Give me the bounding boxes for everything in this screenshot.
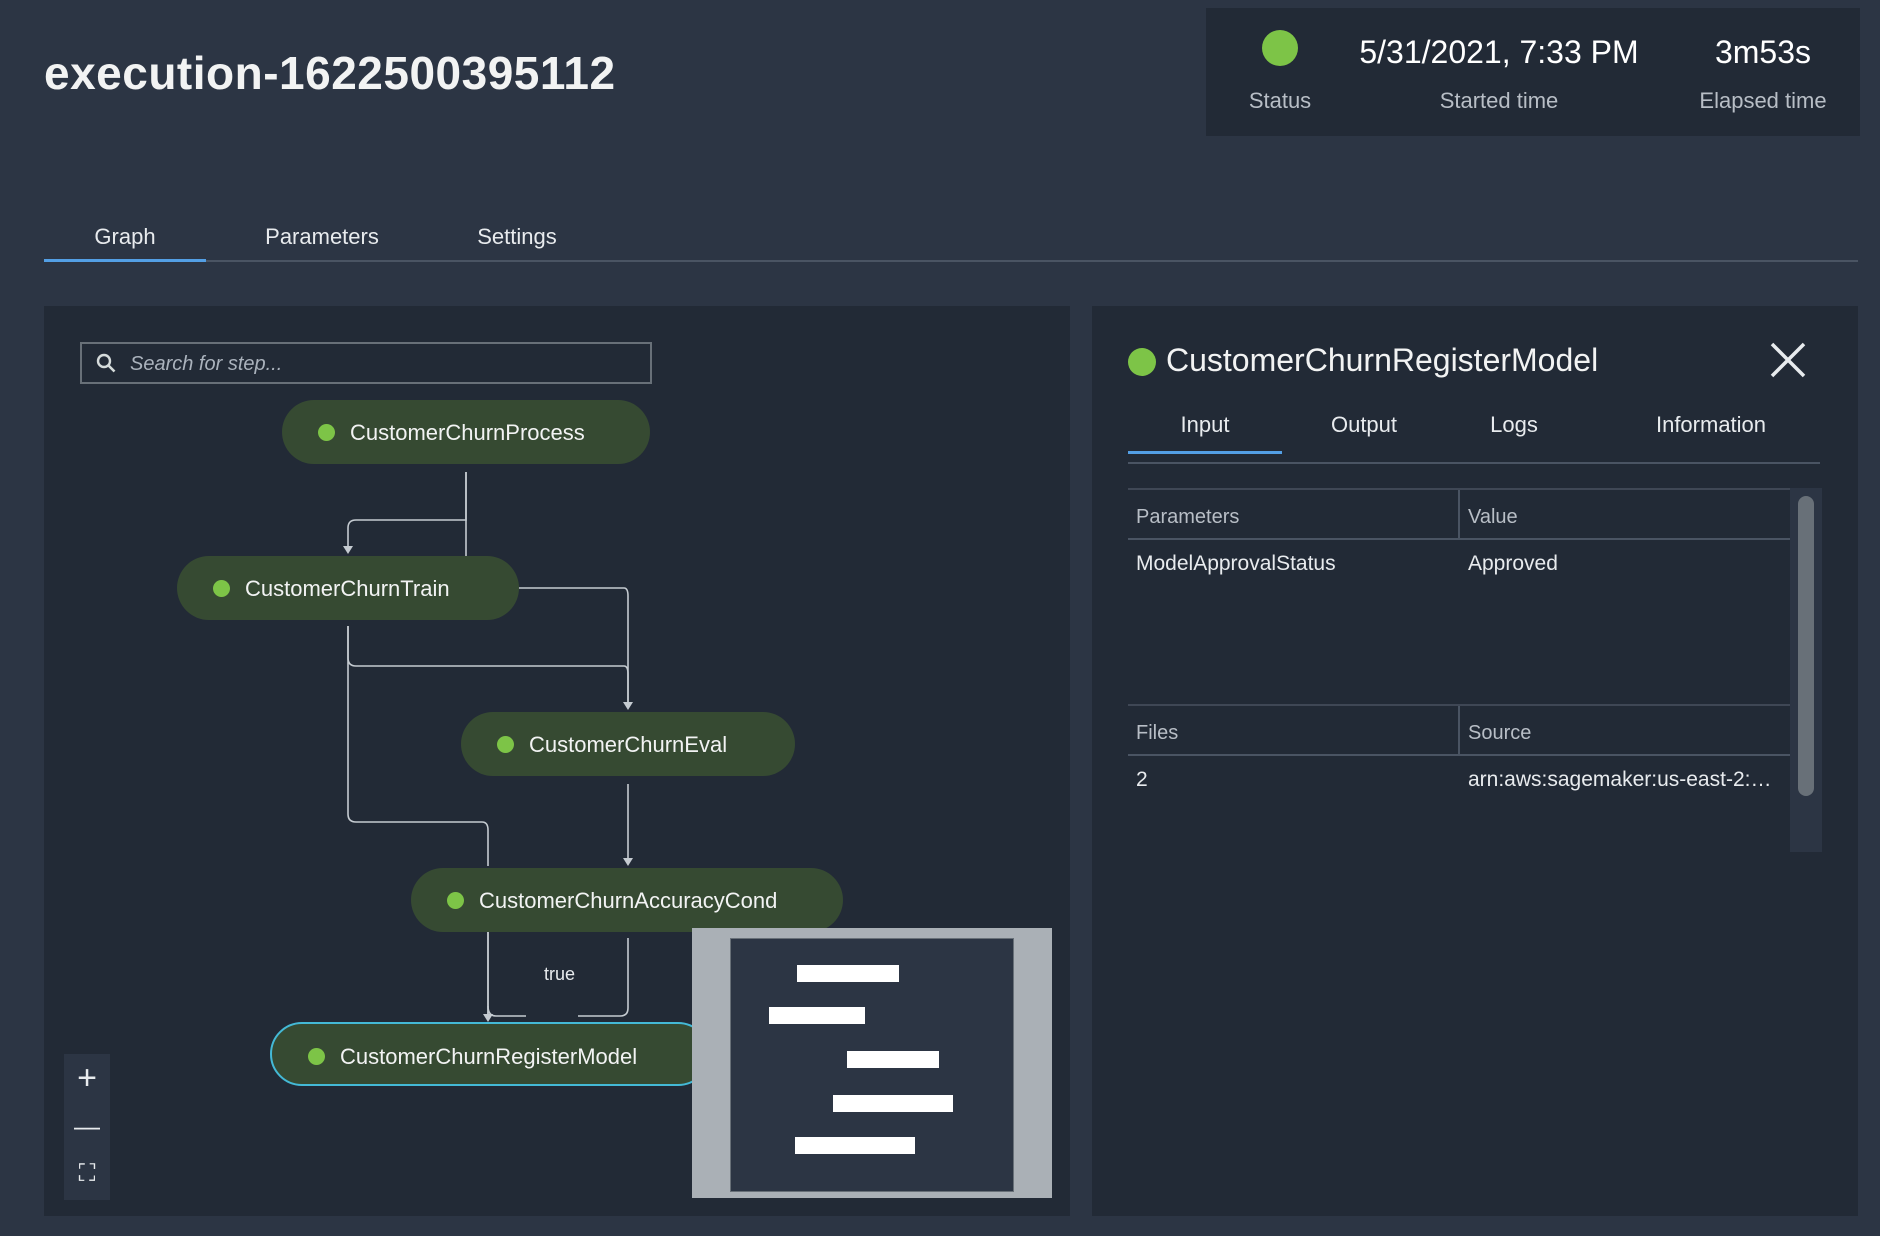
source-link[interactable]: arn:aws:sagemaker:us-east-2:… xyxy=(1468,768,1772,791)
node-label: CustomerChurnTrain xyxy=(245,576,450,601)
files-table: Files Source 2 arn:aws:sagemaker:us-east… xyxy=(1128,704,1790,854)
edge-train-eval xyxy=(518,587,629,702)
zoom-controls: + — ⛶ xyxy=(64,1054,110,1200)
tab-logs[interactable]: Logs xyxy=(1490,412,1538,437)
edge-process-train xyxy=(347,472,467,546)
tab-output[interactable]: Output xyxy=(1330,412,1398,437)
fit-view-button[interactable]: ⛶ xyxy=(78,1160,96,1187)
step-details-panel: CustomerChurnRegisterModel Input Output … xyxy=(1092,306,1858,1216)
page-title: execution-1622500395112 xyxy=(44,47,616,99)
edge-train-eval-2 xyxy=(347,626,629,702)
graph-minimap[interactable] xyxy=(692,928,1052,1198)
table-header: Parameters Value xyxy=(1128,488,1790,540)
node-label: CustomerChurnEval xyxy=(529,732,728,757)
step-success-icon xyxy=(497,736,514,753)
tab-parameters[interactable]: Parameters xyxy=(265,224,379,249)
tab-input[interactable]: Input xyxy=(1128,412,1282,454)
scrollbar-thumb[interactable] xyxy=(1798,496,1814,796)
step-success-icon xyxy=(1128,348,1156,376)
search-input[interactable] xyxy=(128,344,632,384)
node-customer-churn-train[interactable]: CustomerChurnTrain xyxy=(177,556,519,620)
tab-graph[interactable]: Graph xyxy=(44,224,206,262)
tab-information[interactable]: Information xyxy=(1655,412,1767,437)
column-header-parameters: Parameters xyxy=(1136,506,1240,528)
node-customer-churn-register-model[interactable]: CustomerChurnRegisterModel xyxy=(270,1022,710,1086)
panel-title: CustomerChurnRegisterModel xyxy=(1166,342,1599,378)
step-success-icon xyxy=(318,424,335,441)
node-label: CustomerChurnAccuracyCond xyxy=(479,888,778,913)
status-label: Status xyxy=(1248,88,1312,113)
step-success-icon xyxy=(308,1048,325,1065)
node-customer-churn-accuracy-cond[interactable]: CustomerChurnAccuracyCond xyxy=(411,868,843,932)
arrow-head-cond xyxy=(623,858,633,866)
node-label: CustomerChurnRegisterModel xyxy=(340,1044,638,1069)
minimap-viewport[interactable] xyxy=(730,938,1014,1192)
minimap-node xyxy=(795,1137,915,1154)
panel-tabs: Input Output Logs Information xyxy=(1128,402,1820,464)
minimap-node xyxy=(797,965,899,982)
started-time-label: Started time xyxy=(1439,88,1559,113)
search-icon xyxy=(96,353,116,373)
table-cell: ModelApprovalStatus xyxy=(1136,552,1336,575)
table-header: Files Source xyxy=(1128,704,1790,756)
column-header-files: Files xyxy=(1136,722,1179,744)
elapsed-time-value: 3m53s xyxy=(1714,34,1812,70)
column-header-value: Value xyxy=(1468,506,1518,528)
execution-summary: Status 5/31/2021, 7:33 PM Started time 3… xyxy=(1206,8,1860,136)
tab-settings[interactable]: Settings xyxy=(477,224,557,249)
status-column: Status xyxy=(1206,8,1354,136)
started-time-value: 5/31/2021, 7:33 PM xyxy=(1359,34,1639,70)
node-label: CustomerChurnProcess xyxy=(350,420,585,445)
edge-label-true: true xyxy=(540,964,580,985)
minimap-node xyxy=(769,1007,865,1024)
step-search[interactable] xyxy=(80,342,652,384)
node-customer-churn-process[interactable]: CustomerChurnProcess xyxy=(282,400,650,464)
graph-edges xyxy=(343,472,633,1022)
panel-scrollbar[interactable] xyxy=(1790,488,1822,852)
table-cell: 2 xyxy=(1136,768,1148,791)
close-icon[interactable] xyxy=(1768,340,1808,380)
zoom-out-button[interactable]: — xyxy=(74,1111,100,1141)
node-customer-churn-eval[interactable]: CustomerChurnEval xyxy=(461,712,795,776)
step-success-icon xyxy=(447,892,464,909)
minimap-node xyxy=(833,1095,953,1112)
minimap-node xyxy=(847,1051,939,1068)
edge-cond-register-true xyxy=(487,930,526,1017)
edge-cond-true-right xyxy=(578,938,629,1017)
main-tabs: Graph Parameters Settings xyxy=(44,216,1858,262)
pipeline-graph[interactable]: true CustomerChurnProcess CustomerChurnT… xyxy=(44,306,1070,1216)
table-cell: Approved xyxy=(1468,552,1558,575)
parameters-table: Parameters Value ModelApprovalStatus App… xyxy=(1128,488,1790,704)
column-header-source: Source xyxy=(1468,722,1532,744)
zoom-in-button[interactable]: + xyxy=(77,1059,97,1097)
arrow-head-register xyxy=(483,1014,493,1022)
arrow-head-train xyxy=(343,546,353,554)
step-success-icon xyxy=(213,580,230,597)
elapsed-time-label: Elapsed time xyxy=(1699,88,1827,113)
status-success-icon xyxy=(1262,30,1298,66)
started-time-column: 5/31/2021, 7:33 PM Started time xyxy=(1354,8,1644,136)
elapsed-time-column: 3m53s Elapsed time xyxy=(1666,8,1860,136)
edge-train-cond xyxy=(347,626,489,866)
arrow-head-eval xyxy=(623,702,633,710)
